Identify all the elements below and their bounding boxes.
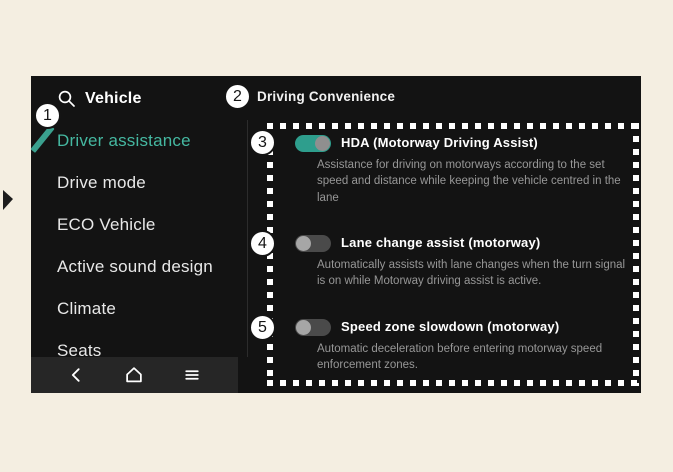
setting-title: Speed zone slowdown (motorway) [341,319,560,334]
toggle-knob [315,136,330,151]
divider [247,120,248,357]
sidebar-menu: Driver assistance Drive mode ECO Vehicle… [31,120,247,372]
callout-step-5: 5 [249,314,276,341]
sidebar-header: Vehicle [57,89,142,108]
sidebar-item-active-sound-design[interactable]: Active sound design [31,246,247,288]
sidebar-item-climate[interactable]: Climate [31,288,247,330]
toggle-knob [296,320,311,335]
callout-step-2: 2 [224,83,251,110]
setting-description: Automatic deceleration before entering m… [317,343,603,372]
sidebar: Vehicle Driver assistance Drive mode ECO… [31,76,247,361]
sidebar-item-label: Climate [57,299,117,318]
hda-toggle[interactable] [295,135,331,152]
dotted-border [267,123,639,129]
setting-row-lane-change: Lane change assist (motorway) Automatica… [267,234,629,290]
sidebar-item-eco-vehicle[interactable]: ECO Vehicle [31,204,247,246]
sidebar-item-seats[interactable]: Seats [31,330,247,372]
setting-row-hda: HDA (Motorway Driving Assist) Assistance… [267,134,629,206]
dotted-border [267,380,639,386]
sidebar-item-driver-assistance[interactable]: Driver assistance [31,120,247,162]
sidebar-item-label: ECO Vehicle [57,215,156,234]
highlight-box: HDA (Motorway Driving Assist) Assistance… [267,123,639,386]
callout-step-3: 3 [249,129,276,156]
setting-description: Assistance for driving on motorways acco… [317,159,621,204]
sidebar-item-label: Drive mode [57,173,146,192]
toggle-knob [296,236,311,251]
sidebar-item-label: Driver assistance [57,131,191,150]
bottom-navbar [31,357,238,393]
setting-title: HDA (Motorway Driving Assist) [341,135,538,150]
setting-description: Automatically assists with lane changes … [317,259,626,288]
page-title: Vehicle [85,89,142,107]
search-icon[interactable] [57,89,76,108]
lane-change-assist-toggle[interactable] [295,235,331,252]
decorative-mark [3,190,13,210]
callout-step-4: 4 [249,230,276,257]
back-button[interactable] [67,365,87,385]
section-title: Driving Convenience [257,89,396,104]
setting-row-speed-zone: Speed zone slowdown (motorway) Automatic… [267,318,629,374]
callout-step-1: 1 [34,102,61,129]
sidebar-item-drive-mode[interactable]: Drive mode [31,162,247,204]
sidebar-item-label: Active sound design [57,257,213,276]
speed-zone-slowdown-toggle[interactable] [295,319,331,336]
dotted-border [633,123,639,386]
menu-button[interactable] [182,365,202,385]
infotainment-screen: Vehicle Driver assistance Drive mode ECO… [31,76,641,393]
sidebar-item-label: Seats [57,341,102,360]
setting-title: Lane change assist (motorway) [341,235,541,250]
home-button[interactable] [123,364,145,386]
